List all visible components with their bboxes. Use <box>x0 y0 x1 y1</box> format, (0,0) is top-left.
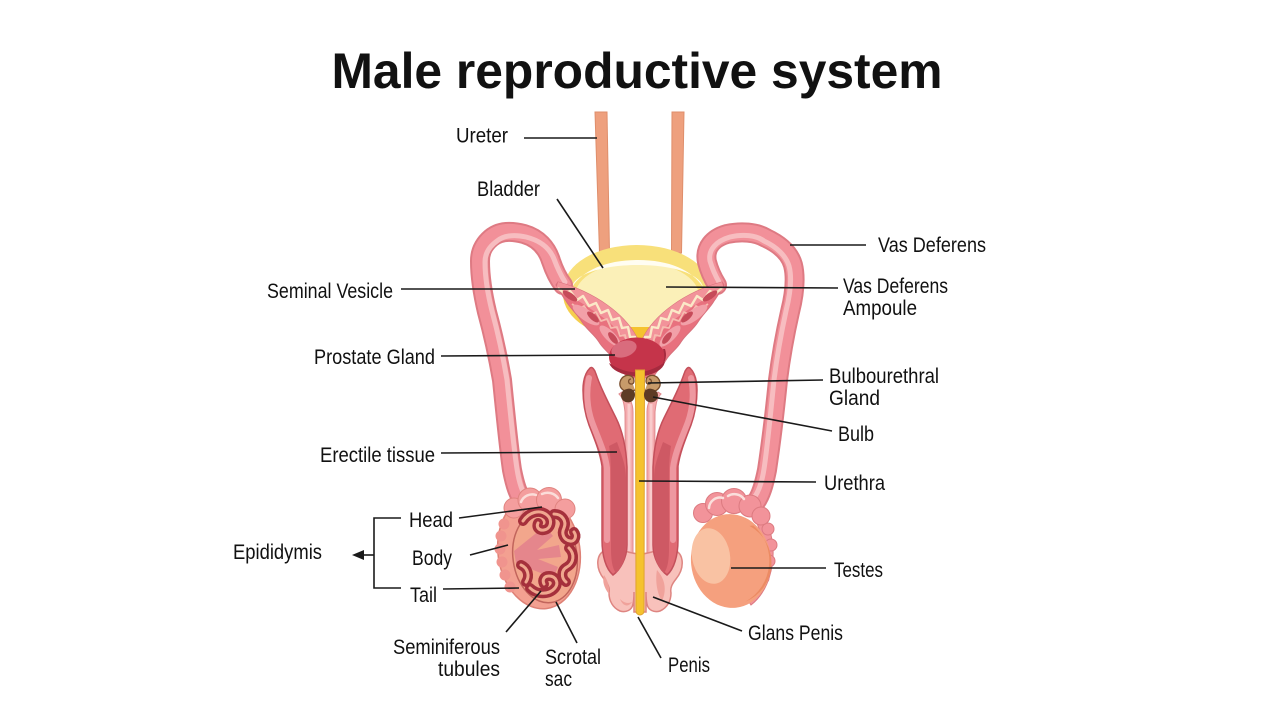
svg-text:Ampoule: Ampoule <box>843 297 917 320</box>
svg-text:Head: Head <box>409 509 453 532</box>
svg-text:Scrotal: Scrotal <box>545 646 601 669</box>
svg-text:Penis: Penis <box>668 654 710 677</box>
svg-text:Bladder: Bladder <box>477 178 540 201</box>
svg-text:tubules: tubules <box>438 658 500 681</box>
svg-text:Urethra: Urethra <box>824 472 885 495</box>
svg-text:Seminal Vesicle: Seminal Vesicle <box>267 280 393 303</box>
svg-text:Testes: Testes <box>834 559 883 582</box>
svg-text:Vas Deferens: Vas Deferens <box>843 275 948 298</box>
svg-text:Body: Body <box>412 547 452 570</box>
svg-text:Glans Penis: Glans Penis <box>748 622 843 645</box>
svg-text:Vas Deferens: Vas Deferens <box>878 234 986 257</box>
svg-text:Prostate Gland: Prostate Gland <box>314 346 435 369</box>
svg-text:Erectile tissue: Erectile tissue <box>320 444 435 467</box>
svg-text:Bulbourethral: Bulbourethral <box>829 365 939 388</box>
svg-text:Epididymis: Epididymis <box>233 541 322 564</box>
svg-text:Bulb: Bulb <box>838 423 874 446</box>
svg-text:Male reproductive system: Male reproductive system <box>332 43 943 99</box>
svg-text:sac: sac <box>545 668 572 691</box>
svg-text:Tail: Tail <box>410 584 437 607</box>
svg-text:Gland: Gland <box>829 387 880 410</box>
svg-text:Seminiferous: Seminiferous <box>393 636 500 659</box>
svg-text:Ureter: Ureter <box>456 125 508 148</box>
